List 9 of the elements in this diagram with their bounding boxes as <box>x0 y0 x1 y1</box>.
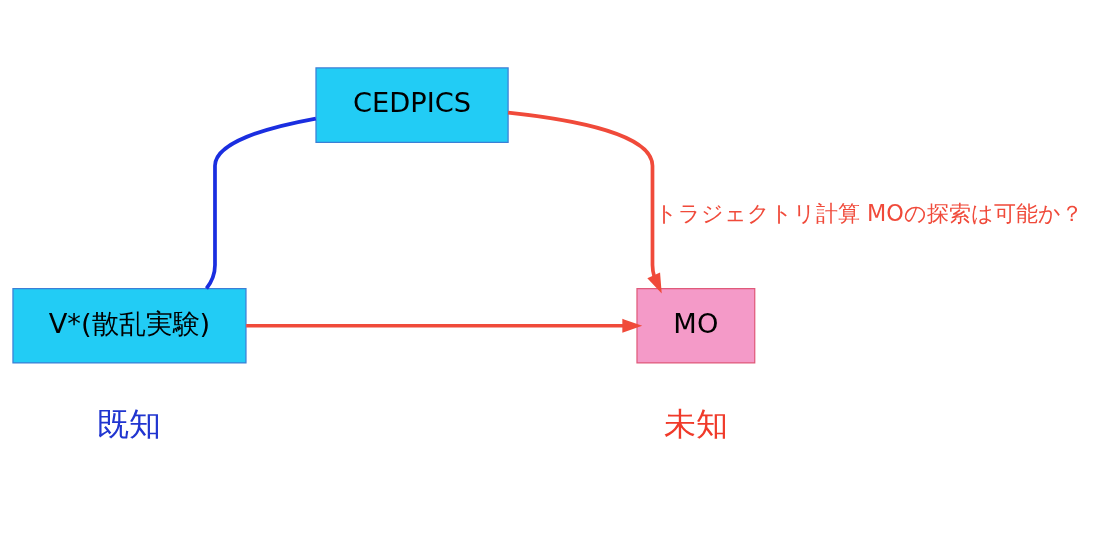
node-label: 既知 <box>97 404 162 443</box>
node-box: CEDPICS <box>315 66 509 143</box>
node-label: 未知 <box>663 404 728 443</box>
connector <box>204 116 317 290</box>
arrow <box>246 318 643 333</box>
node-box: V*(散乱実験) <box>12 287 247 364</box>
arrow <box>507 110 662 294</box>
node-box: MO <box>636 287 756 364</box>
edge-label: トラジェクトリ計算 MOの探索は可能か？ <box>654 199 1083 226</box>
